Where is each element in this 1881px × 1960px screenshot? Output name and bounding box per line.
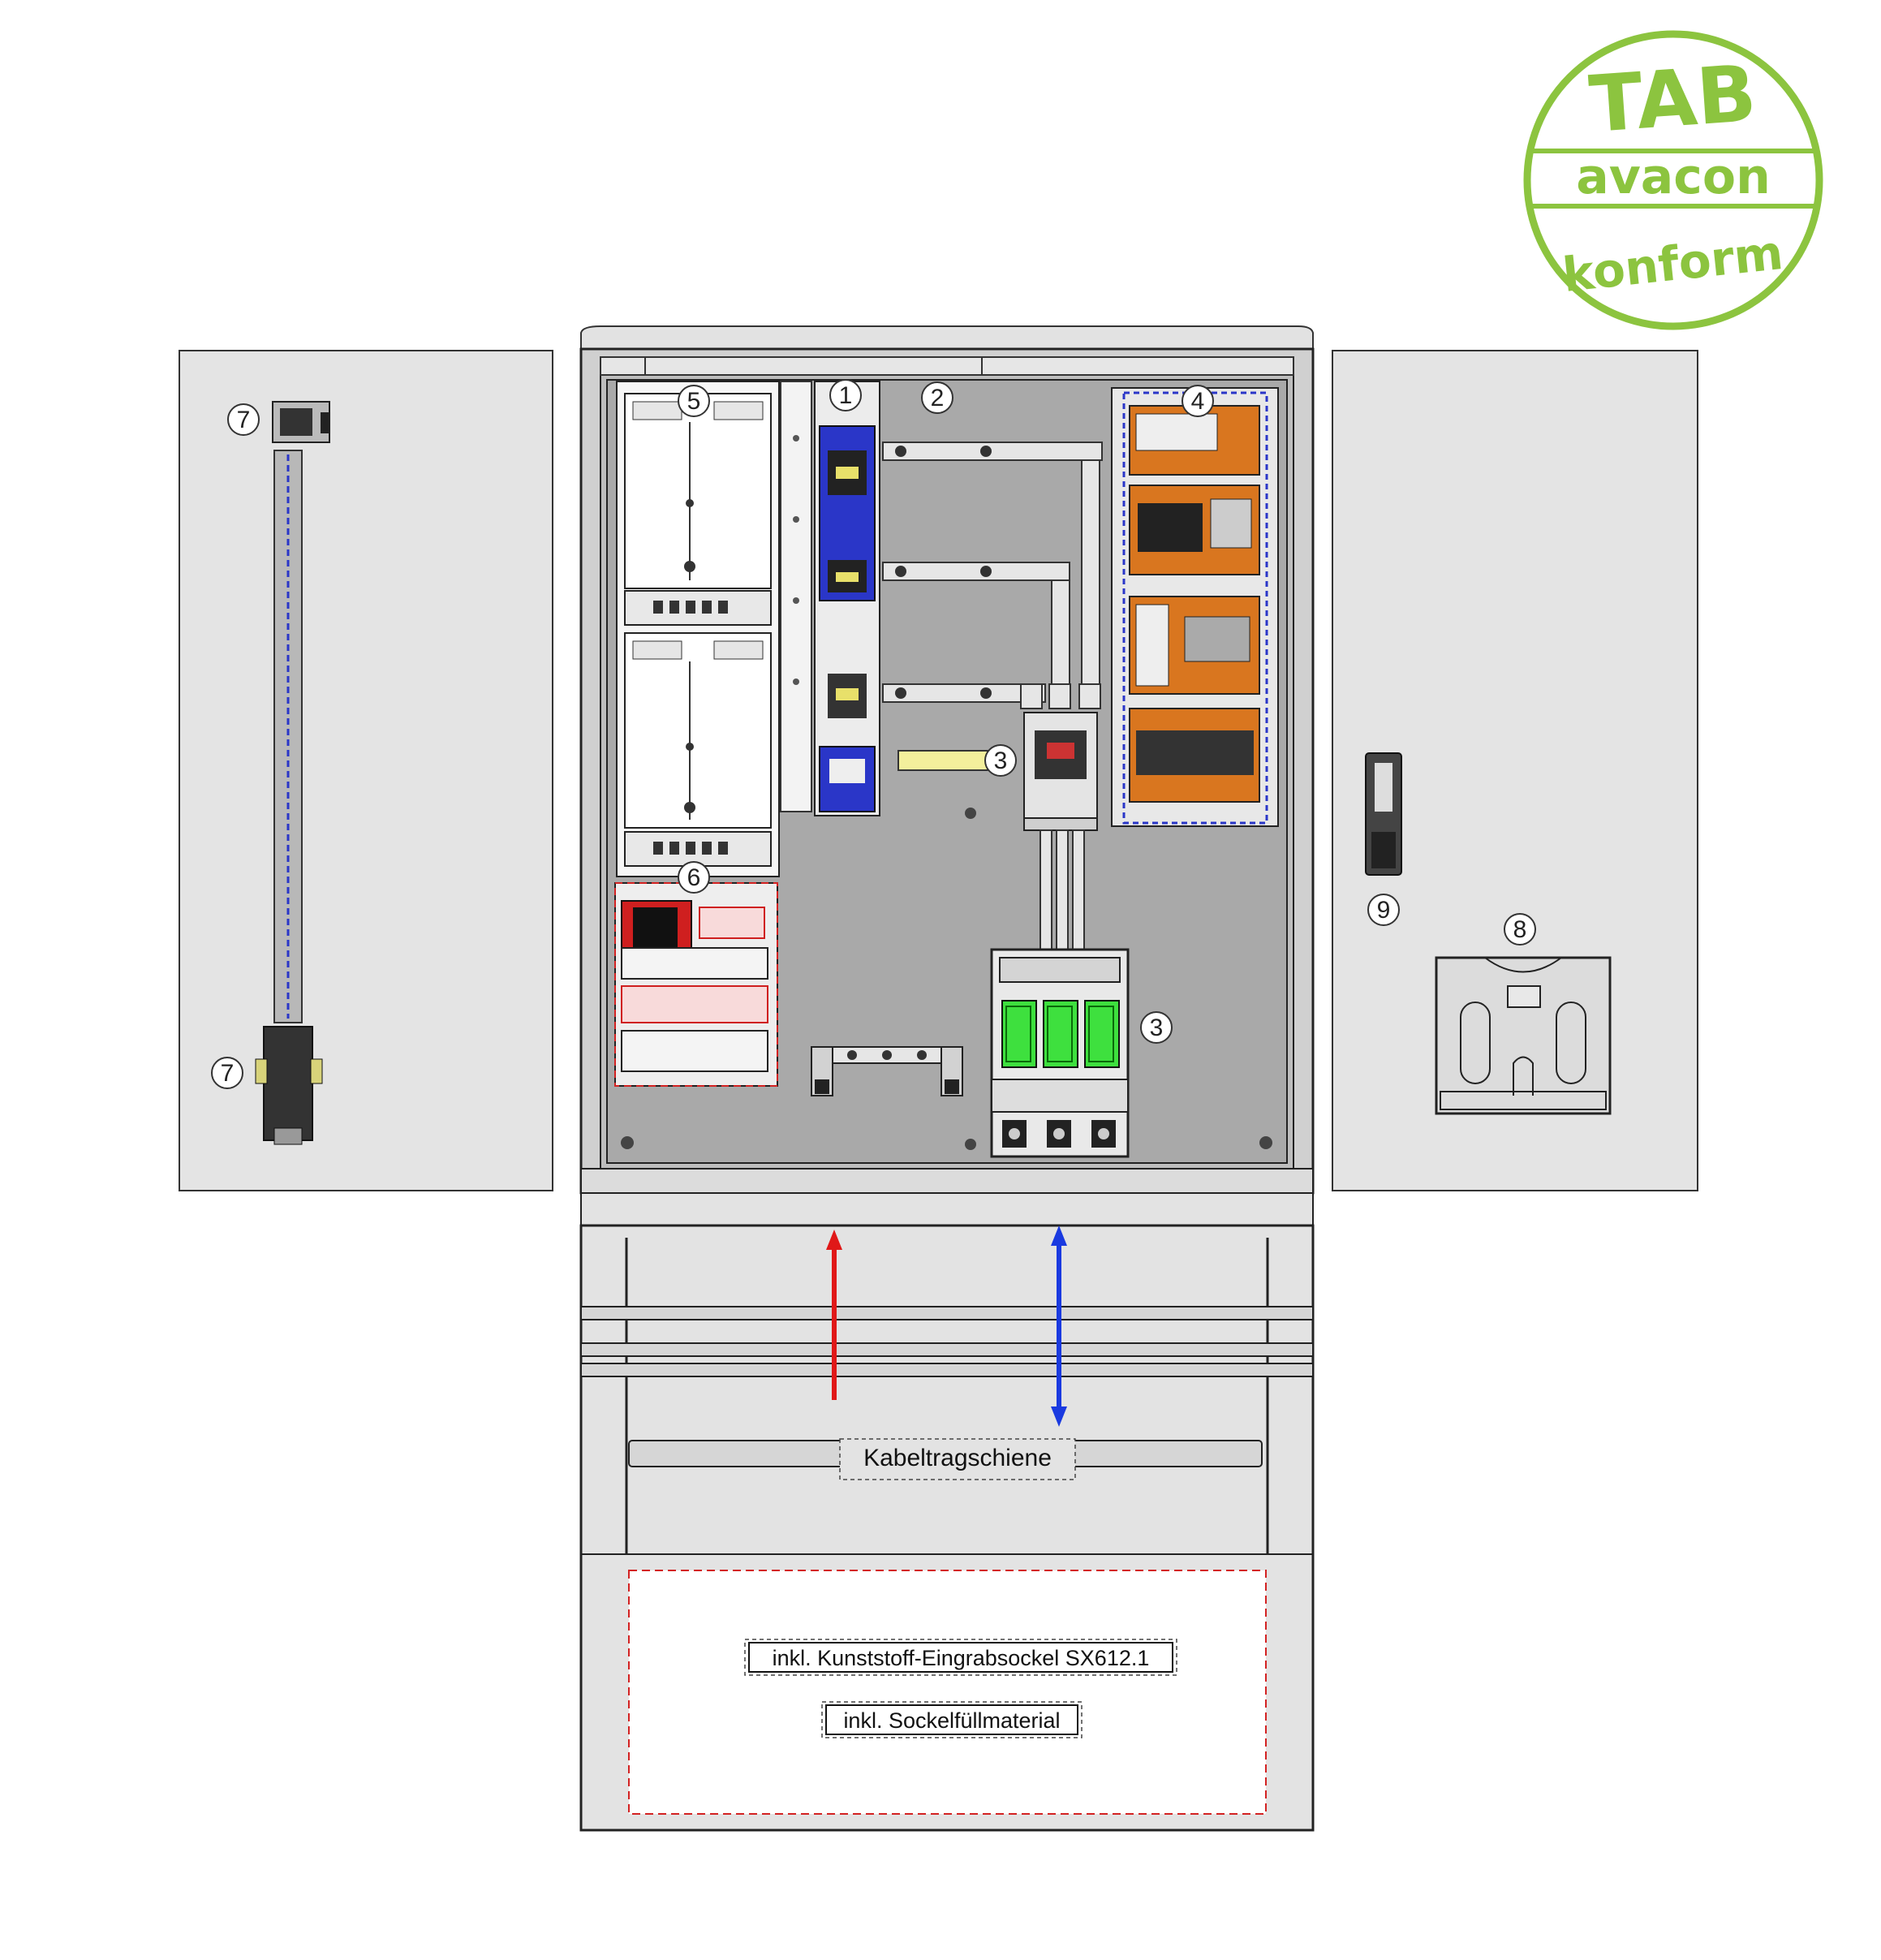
svg-text:8: 8 — [1513, 916, 1527, 943]
main-switch-upper — [1023, 712, 1098, 953]
callout-4: 4 — [1182, 385, 1214, 417]
callout-1: 1 — [829, 379, 862, 411]
callout-9: 9 — [1367, 894, 1400, 926]
meter-bays — [616, 381, 780, 877]
left-door — [179, 350, 553, 1191]
svg-text:3: 3 — [994, 747, 1008, 774]
fill-note-label: inkl. Sockelfüllmaterial — [843, 1708, 1060, 1733]
door-latch-bottom — [255, 1026, 323, 1145]
cable-entry-arrow — [826, 1230, 842, 1400]
svg-text:4: 4 — [1191, 388, 1205, 415]
right-door — [1332, 350, 1698, 1191]
cable-exit-arrow — [1051, 1226, 1067, 1427]
callout-3-lower: 3 — [1140, 1011, 1173, 1044]
callout-7-bottom: 7 — [211, 1057, 243, 1089]
door-latch-top — [272, 401, 330, 443]
svg-text:6: 6 — [687, 864, 701, 891]
door-handle — [1365, 752, 1402, 876]
callout-7-top: 7 — [227, 403, 260, 436]
svg-text:2: 2 — [931, 385, 945, 411]
stamp-top-text: TAB — [1586, 48, 1759, 150]
base-note-label: inkl. Kunststoff-Eingrabsockel SX612.1 — [773, 1646, 1150, 1670]
svg-text:3: 3 — [1150, 1014, 1164, 1041]
main-switch-lower — [990, 948, 1130, 1158]
callout-5: 5 — [678, 385, 710, 417]
document-pocket — [1435, 956, 1612, 1115]
callout-6: 6 — [678, 861, 710, 894]
busbars — [882, 442, 1103, 709]
control-panel — [1111, 387, 1279, 827]
callout-3-upper: 3 — [984, 744, 1017, 777]
svg-text:5: 5 — [687, 388, 701, 415]
label-strip — [897, 750, 988, 771]
svg-text:1: 1 — [839, 382, 853, 409]
callout-8: 8 — [1504, 913, 1536, 946]
svg-text:9: 9 — [1377, 897, 1391, 924]
stamp-middle-text: avacon — [1576, 149, 1771, 205]
cable-rail-label: Kabeltragschiene — [863, 1445, 1052, 1471]
callout-2: 2 — [921, 381, 953, 414]
stamp-bottom-text: konform — [1560, 225, 1786, 303]
distribution-board — [614, 882, 778, 1087]
fuse-terminal-strip — [814, 381, 880, 816]
cabinet-base — [579, 1192, 1315, 1832]
cable-duct — [780, 381, 812, 812]
tab-avacon-stamp: TAB avacon konform — [1523, 30, 1823, 330]
svg-text:7: 7 — [237, 407, 251, 433]
terminal-bar — [811, 1046, 963, 1096]
svg-text:7: 7 — [221, 1060, 235, 1087]
